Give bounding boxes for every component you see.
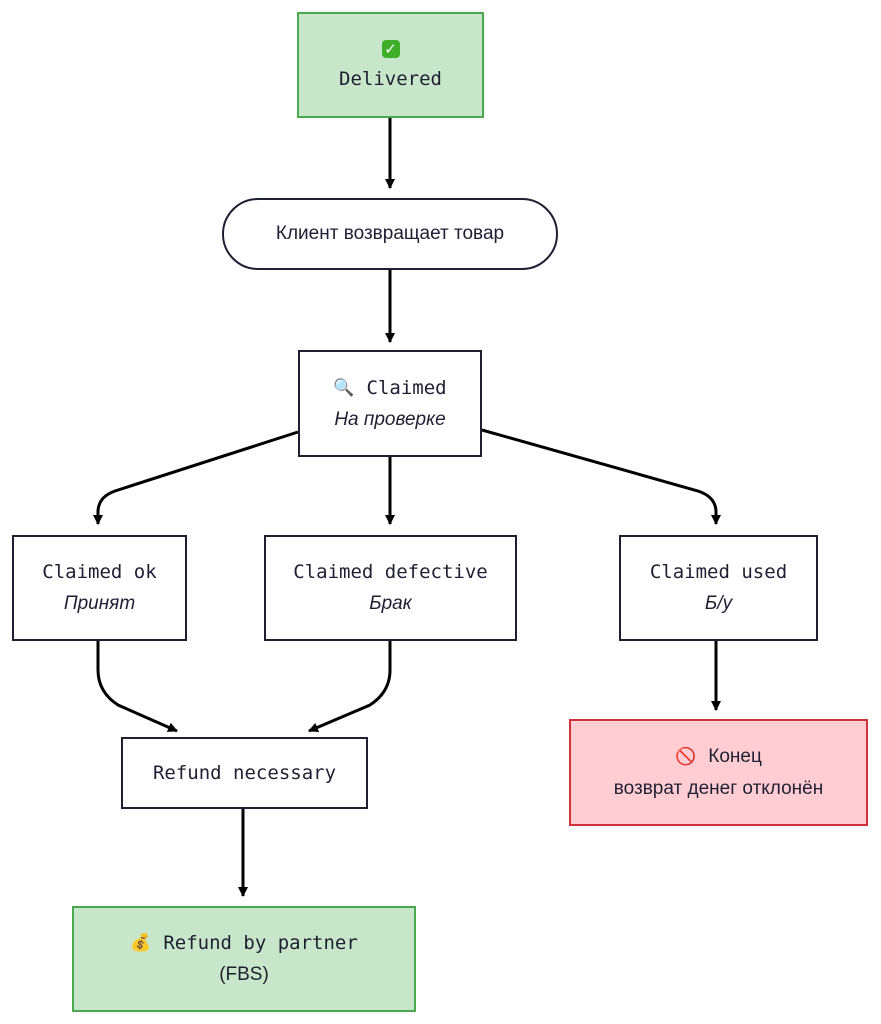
- node-claimed-label: Claimed: [366, 376, 447, 399]
- node-refund-necessary: Refund necessary: [121, 737, 368, 809]
- magnifier-icon: 🔍: [333, 377, 355, 398]
- node-delivered-label: Delivered: [339, 68, 442, 90]
- node-claimed-ok: Claimed ok Принят: [12, 535, 187, 641]
- node-claimed-used-sub: Б/у: [704, 593, 733, 614]
- node-claimed-defective: Claimed defective Брак: [264, 535, 517, 641]
- node-claimed-defective-label: Claimed defective: [293, 561, 488, 583]
- money-bag-icon: 💰: [130, 933, 152, 953]
- node-delivered: ✓ Delivered: [297, 12, 484, 118]
- node-claimed-ok-sub: Принят: [63, 593, 136, 614]
- node-end-rejected: 🚫 Конец возврат денег отклонён: [569, 719, 868, 826]
- node-client-return-label: Клиент возвращает товар: [275, 223, 505, 244]
- node-claimed-used-label: Claimed used: [649, 561, 788, 583]
- node-client-return: Клиент возвращает товар: [222, 198, 558, 270]
- node-claimed-defective-sub: Брак: [369, 593, 412, 614]
- node-end-label: Конец: [708, 745, 762, 767]
- node-claimed-sub: На проверке: [334, 408, 446, 430]
- check-icon: ✓: [381, 40, 400, 58]
- node-claimed-ok-label: Claimed ok: [42, 561, 157, 583]
- no-entry-icon: 🚫: [675, 746, 697, 767]
- node-refund-partner-sub: (FBS): [219, 964, 269, 985]
- node-claimed-used: Claimed used Б/у: [619, 535, 818, 641]
- edge-claimed-to-ok: [93, 430, 299, 525]
- edge-defective-to-refund: [308, 641, 392, 733]
- node-refund-necessary-label: Refund necessary: [152, 762, 337, 784]
- node-refund-partner: 💰 Refund by partner (FBS): [72, 906, 416, 1012]
- edge-ok-to-refund: [96, 641, 178, 733]
- node-refund-partner-label: Refund by partner: [163, 932, 358, 954]
- node-end-sub: возврат денег отклонён: [613, 777, 824, 799]
- node-claimed: 🔍 Claimed На проверке: [298, 350, 482, 457]
- edge-claimed-to-used: [481, 428, 721, 525]
